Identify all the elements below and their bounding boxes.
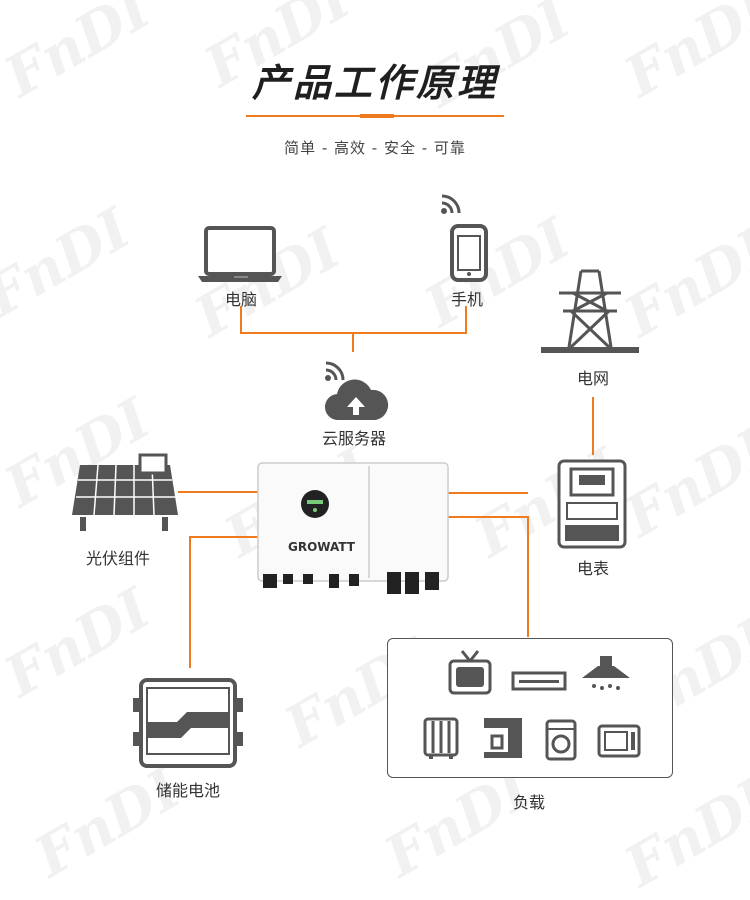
page-subtitle: 简单 - 高效 - 安全 - 可靠 xyxy=(284,139,466,157)
coffee-machine-icon xyxy=(484,718,522,758)
computer-label: 电脑 xyxy=(224,290,257,309)
load-line xyxy=(448,516,529,637)
solar-panel-icon xyxy=(72,453,178,531)
meter-icon xyxy=(557,459,627,549)
meter-label: 电表 xyxy=(576,559,609,578)
device-link-line xyxy=(240,306,467,334)
cloud-label: 云服务器 xyxy=(321,429,386,448)
wifi-icon xyxy=(325,361,345,381)
page-title: 产品工作原理 xyxy=(251,61,498,105)
wifi-icon xyxy=(441,194,461,214)
washing-machine-icon xyxy=(545,719,577,761)
laptop-icon xyxy=(198,226,282,282)
load-label: 负载 xyxy=(512,793,545,812)
heater-icon xyxy=(423,717,459,759)
grid-label: 电网 xyxy=(576,369,609,388)
title-underline-accent xyxy=(360,114,394,118)
phone-icon xyxy=(450,224,488,282)
battery-icon xyxy=(133,678,243,768)
inverter-unit xyxy=(257,462,449,594)
air-conditioner-icon xyxy=(511,671,567,691)
range-hood-icon xyxy=(582,656,630,690)
battery-label: 储能电池 xyxy=(155,781,220,800)
battery-line xyxy=(189,536,258,668)
tv-icon xyxy=(448,650,492,695)
inverter-brand: GROWATT xyxy=(288,540,355,554)
connection-lines xyxy=(178,306,594,668)
solar-label: 光伏组件 xyxy=(85,549,150,568)
phone-label: 手机 xyxy=(450,290,483,309)
microwave-icon xyxy=(597,724,641,758)
cloud-icon xyxy=(324,379,389,421)
power-tower-icon xyxy=(541,269,639,353)
